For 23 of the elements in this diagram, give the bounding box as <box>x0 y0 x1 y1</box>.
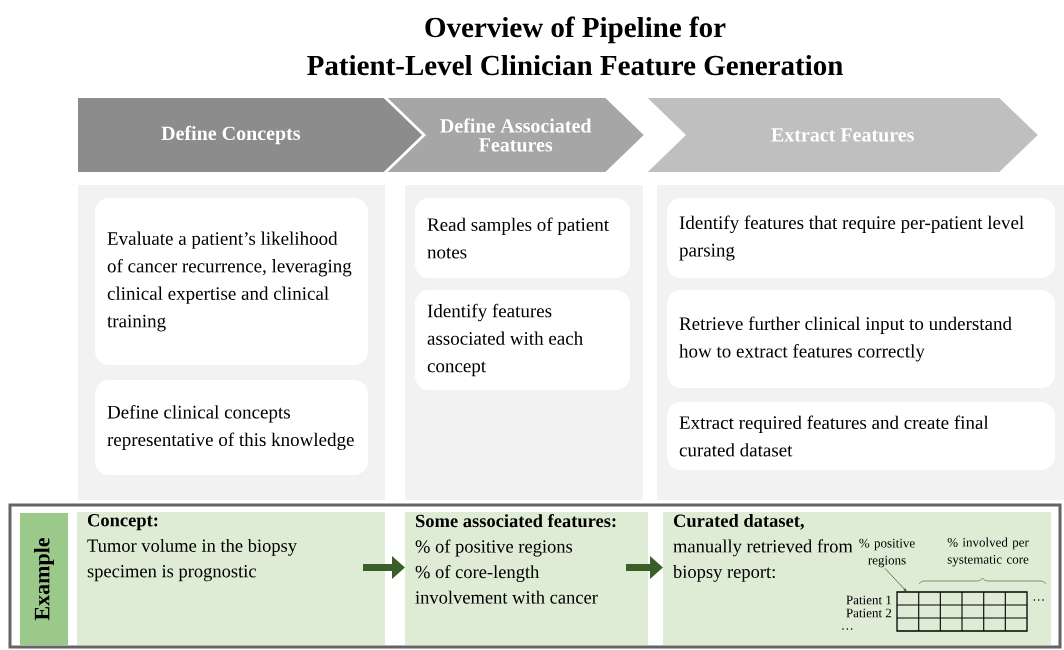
annotation-text: % positive regions <box>859 538 915 568</box>
example-frame <box>8 503 1062 649</box>
annotation-text: % involved per systematic core <box>947 537 1029 567</box>
leader-line <box>884 568 907 592</box>
step-card: Read samples of patient notes <box>415 198 630 278</box>
ellipsis: … <box>1033 599 1044 601</box>
example-box: Some associated features: % of positive regions % of core-length involvement with cancer <box>405 512 648 645</box>
step-card: Evaluate a patient’s likelihood of cancer recurrence, leveraging clinical expertise and clinical training <box>95 198 368 365</box>
example-tab: Example <box>20 513 68 645</box>
chevron-step: Define Associated Features <box>387 98 644 172</box>
ellipsis: … <box>842 628 853 630</box>
row-label: Patient 1 <box>846 595 892 605</box>
step-card: Extract required features and create final curated dataset <box>667 402 1055 470</box>
title: Overview of Pipeline for Patient-Level Clinician Feature Generation <box>307 16 843 76</box>
chevron-step: Define Concepts <box>78 98 422 172</box>
chevron-step: Extract Features <box>647 98 1038 172</box>
row-label: Patient 2 <box>846 608 892 618</box>
step-card: Identify features associated with each concept <box>415 290 630 390</box>
example-box: Concept: Tumor volume in the biopsy specimen is prognostic <box>77 512 385 645</box>
table-grid <box>896 591 1028 632</box>
step-card: Define clinical concepts representative of this knowledge <box>95 380 368 475</box>
step-card: Retrieve further clinical input to understand how to extract features correctly <box>667 290 1055 388</box>
step-card: Identify features that require per-patient level parsing <box>667 198 1055 278</box>
